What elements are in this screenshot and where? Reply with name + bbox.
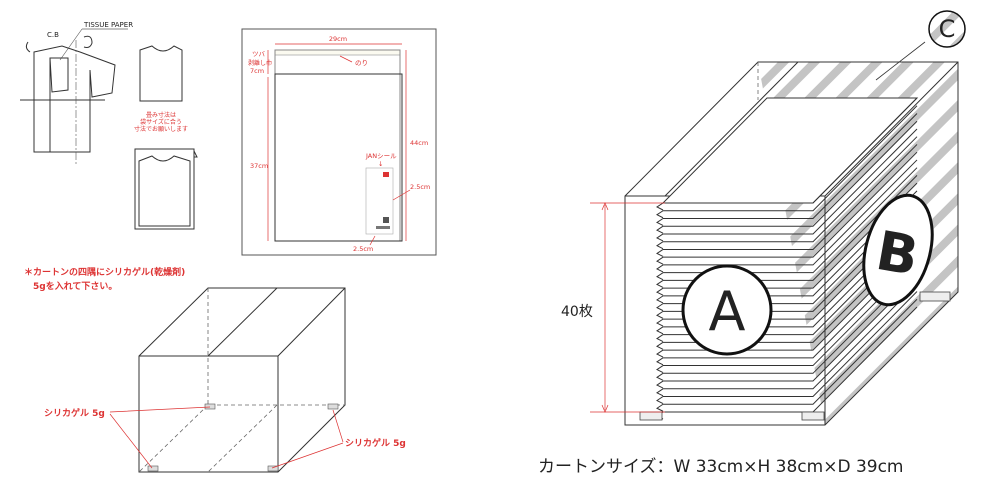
stacked-sheet [656, 298, 918, 412]
packing-carton-diagram: 40枚 A B C カートンサイズ：W 33cm×H 38cm×D 39cm [538, 10, 966, 477]
stacked-sheet [656, 105, 918, 219]
carton-size-label: カートンサイズ：W 33cm×H 38cm×D 39cm [538, 457, 904, 477]
total-height-label: 44cm [410, 139, 428, 147]
stacked-sheet [656, 120, 918, 234]
body-height-label: 37cm [250, 162, 268, 170]
offset-right-label: 2.5cm [410, 183, 430, 191]
label-a-badge: A [681, 264, 773, 356]
jan-sticker [365, 167, 394, 235]
stacked-sheet [656, 144, 918, 257]
shirt-folding-icon [33, 45, 116, 153]
stacked-sheet [656, 113, 918, 226]
jan-label: JANシール [365, 152, 397, 160]
stacked-sheet [656, 97, 918, 211]
stacked-sheet [656, 151, 918, 265]
jan-arrow-icon: ↓ [378, 160, 383, 168]
cb-label: C.B [47, 31, 59, 39]
fold-note-line: 畳み寸法は [146, 111, 176, 119]
bagged-shirt-icon [134, 148, 195, 230]
flap-label: ツバ [252, 50, 266, 58]
folding-illustration: TISSUE PAPER C.B 畳み寸法は 袋サイズに合う 寸法でお願いします [20, 21, 198, 230]
silica-label-right: シリカゲル 5g [345, 437, 406, 449]
label-c-badge: C [928, 10, 966, 48]
svg-text:A: A [709, 280, 746, 343]
bag-spec-panel: 29cm ツバ 剥離し巾 7cm 37cm 44cm のり JANシール ↓ 2… [241, 28, 437, 256]
count-label: 40枚 [561, 304, 593, 320]
stacked-sheet [656, 283, 918, 397]
offset-bottom-label: 2.5cm [353, 245, 373, 253]
silica-carton-diagram: ＊カートンの四隅にシリカゲル(乾燥剤) 5gを入れて下さい。 シリカゲル 5g … [24, 266, 406, 473]
silica-label-left: シリカゲル 5g [44, 407, 105, 419]
label-b-badge: B [862, 193, 934, 307]
stacked-sheet [656, 159, 918, 273]
folded-shirt-icon [139, 45, 183, 102]
tissue-paper-label: TISSUE PAPER [83, 21, 133, 29]
flap-label: 剥離し巾 [248, 59, 272, 67]
stacked-sheet [656, 128, 918, 242]
carton-note-line: ＊カートンの四隅にシリカゲル(乾燥剤) [24, 266, 185, 278]
svg-text:C: C [939, 15, 956, 43]
tshirt-stack [656, 97, 919, 420]
fold-arrow-icon [83, 35, 93, 48]
stacked-sheet [656, 136, 918, 250]
stacked-sheet [656, 275, 918, 389]
flap-label: 7cm [250, 67, 264, 75]
fold-arrow-icon [25, 41, 31, 53]
carton-note-line: 5gを入れて下さい。 [33, 281, 117, 292]
fold-note-line: 寸法でお願いします [134, 125, 188, 133]
bag-width-label: 29cm [329, 35, 347, 43]
stacked-sheet [656, 291, 918, 404]
glue-label: のり [355, 59, 368, 67]
fold-note-line: 袋サイズに合う [140, 118, 182, 126]
label-c-pointer [875, 41, 926, 81]
